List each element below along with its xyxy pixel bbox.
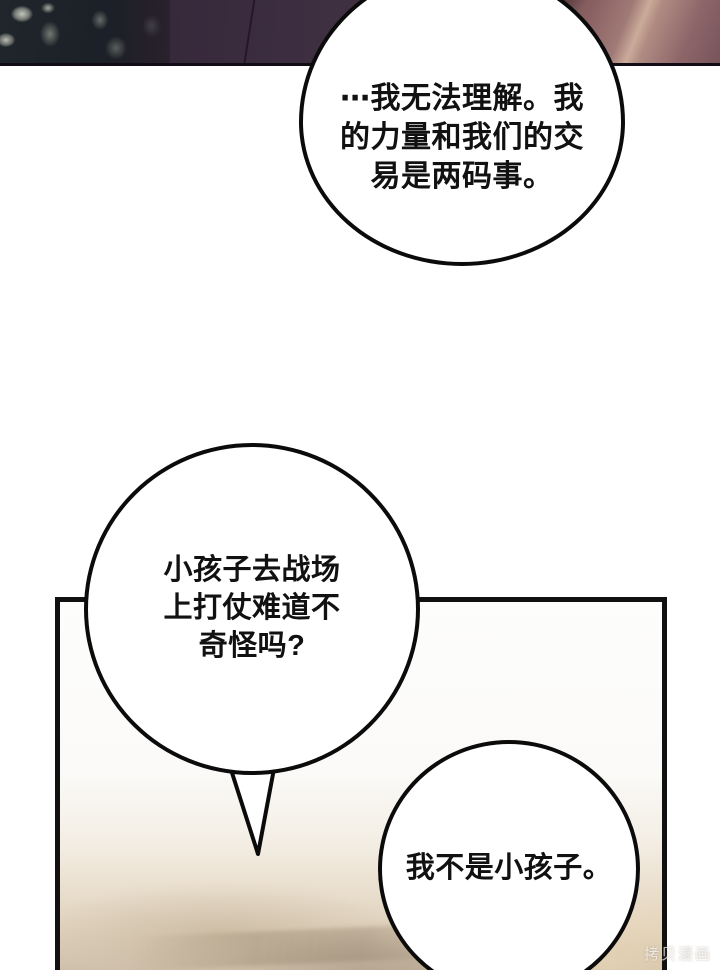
site-watermark: 拷贝漫画 [643,946,712,963]
speech-bubble-2: 小孩子去战场 上打仗难道不 奇怪吗? [84,443,420,775]
speech-bubble-3-text: 我不是小孩子。 [405,852,613,885]
speech-bubble-2-text: 小孩子去战场 上打仗难道不 奇怪吗? [163,554,341,662]
speech-bubble-3: 我不是小孩子。 [378,740,640,970]
speech-bubble-1: ⋯我无法理解。我 的力量和我们的交 易是两码事。 [299,0,625,266]
speech-bubble-1-text: ⋯我无法理解。我 的力量和我们的交 易是两码事。 [340,81,584,193]
